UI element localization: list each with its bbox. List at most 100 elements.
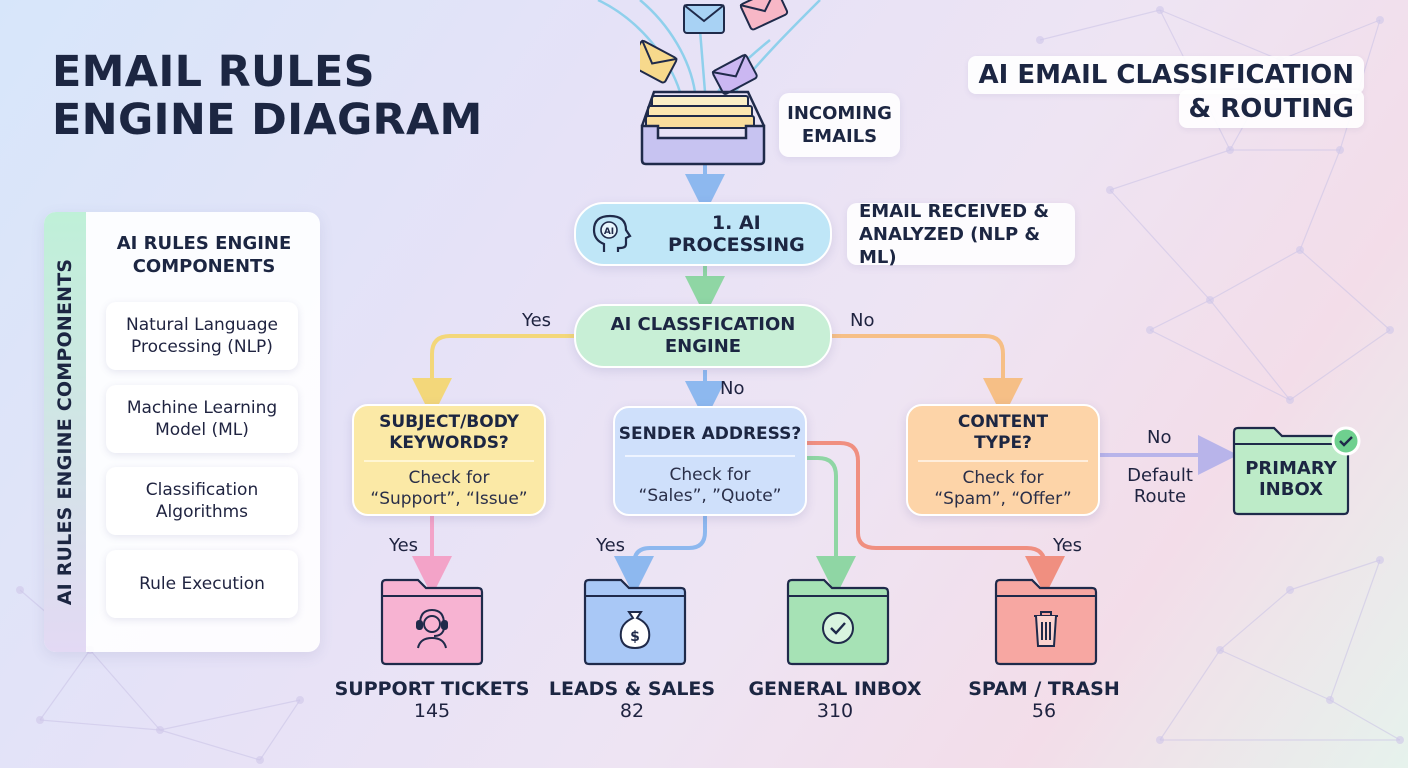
components-panel-vertical-label: AI RULES ENGINE COMPONENTS	[54, 258, 76, 606]
network-link	[39, 719, 161, 731]
decision-content-head2: TYPE?	[974, 433, 1032, 453]
decision-subject-head2: KEYWORDS?	[389, 433, 509, 453]
network-node	[1226, 146, 1234, 154]
decision-content-body1: Check for	[962, 468, 1044, 488]
arrow-sender-to-spam	[806, 441, 1065, 596]
edge-label-spam-yes: Yes	[1053, 535, 1083, 556]
network-link	[1329, 699, 1401, 741]
trash-icon	[1034, 611, 1058, 647]
network-node	[1216, 646, 1224, 654]
decision-subject-divider	[364, 460, 534, 462]
destination-general-label: GENERAL INBOX	[748, 678, 922, 700]
network-node	[16, 586, 24, 594]
subtitle-tag: AI EMAIL CLASSIFICATION & ROUTING	[0, 0, 1408, 140]
default-route-line2: Route	[1133, 486, 1187, 507]
ai-processing-label: 1. AI PROCESSING	[667, 212, 805, 256]
network-link	[1219, 589, 1291, 651]
primary-inbox-line1: PRIMARY	[1245, 458, 1337, 479]
edge-label-engine-down-no: No	[720, 378, 745, 399]
component-rule-execution: Rule Execution	[106, 550, 298, 618]
page-title: EMAIL RULES ENGINE DIAGRAM	[52, 48, 483, 144]
primary-inbox-folder	[1232, 426, 1361, 516]
primary-inbox-line2: INBOX	[1258, 479, 1324, 500]
destination-spam-label: SPAM / TRASH	[968, 678, 1120, 700]
destination-leads: LEADS & SALES 82	[542, 678, 722, 722]
network-link	[1209, 299, 1291, 401]
components-panel-strip	[44, 212, 86, 652]
components-panel-heading-line2: COMPONENTS	[132, 256, 276, 277]
network-node	[36, 716, 44, 724]
ai-processing-node: AI 1. AI PROCESSING	[574, 202, 832, 266]
headset-agent-icon	[416, 608, 448, 649]
spam-trash-folder	[994, 578, 1098, 666]
network-link	[1109, 189, 1211, 301]
network-node	[1376, 556, 1384, 564]
primary-inbox-label: PRIMARY INBOX	[1234, 458, 1348, 500]
decision-subject-keywords: SUBJECT/BODY KEYWORDS? Check for “Suppor…	[352, 404, 546, 516]
network-node	[1036, 36, 1044, 44]
network-link	[1299, 149, 1341, 251]
destination-general-count: 310	[816, 700, 854, 722]
envelope-icon	[640, 39, 678, 84]
arrow-engine-to-subject	[412, 334, 574, 418]
component-nlp-line2: Processing (NLP)	[131, 337, 273, 357]
envelope-icon	[739, 0, 789, 31]
destination-support: SUPPORT TICKETS 145	[332, 678, 532, 722]
network-link	[1039, 9, 1161, 41]
destination-support-label: SUPPORT TICKETS	[334, 678, 530, 700]
network-link	[259, 699, 301, 761]
edge-label-engine-no: No	[850, 310, 875, 331]
network-node	[1286, 396, 1294, 404]
network-link	[1299, 249, 1391, 331]
classification-engine-line1: AI CLASSFICATION	[610, 314, 796, 335]
page-title-line1: EMAIL RULES	[52, 47, 375, 97]
component-nlp-line1: Natural Language	[125, 315, 278, 335]
incoming-emails-line2: EMAILS	[801, 126, 878, 147]
decision-subject-body2: “Support”, “Issue”	[370, 489, 528, 509]
component-classification-line1: Classification	[145, 480, 259, 500]
check-badge-icon	[1331, 426, 1361, 456]
envelope-icon	[683, 4, 725, 34]
arrow-sender-to-leads	[614, 516, 707, 596]
destination-leads-label: LEADS & SALES	[548, 678, 716, 700]
check-circle-icon	[822, 612, 854, 644]
decision-sender-address: SENDER ADDRESS? Check for “Sales”, ”Quot…	[613, 406, 807, 516]
leads-sales-folder: $	[583, 578, 687, 666]
default-route-line1: Default	[1127, 465, 1193, 486]
page-title-line2: ENGINE DIAGRAM	[52, 95, 483, 145]
decision-subject-head1: SUBJECT/BODY	[379, 412, 519, 432]
network-node	[1156, 736, 1164, 744]
decision-content-body2: “Spam”, “Offer”	[934, 489, 1072, 509]
decision-sender-head1: SENDER ADDRESS?	[618, 424, 802, 444]
destination-support-count: 145	[413, 700, 451, 722]
network-node	[1386, 326, 1394, 334]
network-node	[1376, 16, 1384, 24]
arrow-engine-to-content	[832, 334, 1023, 418]
network-link	[1159, 649, 1221, 741]
network-link	[1329, 559, 1381, 701]
network-node	[1146, 326, 1154, 334]
inbox-tray-icon	[640, 90, 766, 166]
network-link	[1149, 329, 1291, 401]
network-node	[1296, 246, 1304, 254]
svg-text:$: $	[630, 629, 640, 645]
envelope-icon	[711, 53, 758, 95]
components-panel-heading-line1: AI RULES ENGINE	[116, 233, 292, 254]
classification-engine-node: AI CLASSFICATION ENGINE	[574, 304, 832, 368]
component-ml-line1: Machine Learning	[126, 398, 278, 418]
network-link	[1109, 149, 1231, 191]
ai-processing-note-line1: EMAIL RECEIVED &	[859, 200, 1050, 222]
network-node	[156, 726, 164, 734]
network-link	[1209, 249, 1301, 301]
components-panel: AI RULES ENGINE COMPONENTS AI RULES ENGI…	[44, 212, 320, 652]
network-node	[296, 696, 304, 704]
classification-engine-line2: ENGINE	[664, 336, 742, 357]
incoming-envelopes	[640, 0, 789, 95]
decision-content-head1: CONTENT	[957, 412, 1049, 432]
decision-sender-body1: Check for	[669, 465, 751, 485]
network-node	[1336, 146, 1344, 154]
